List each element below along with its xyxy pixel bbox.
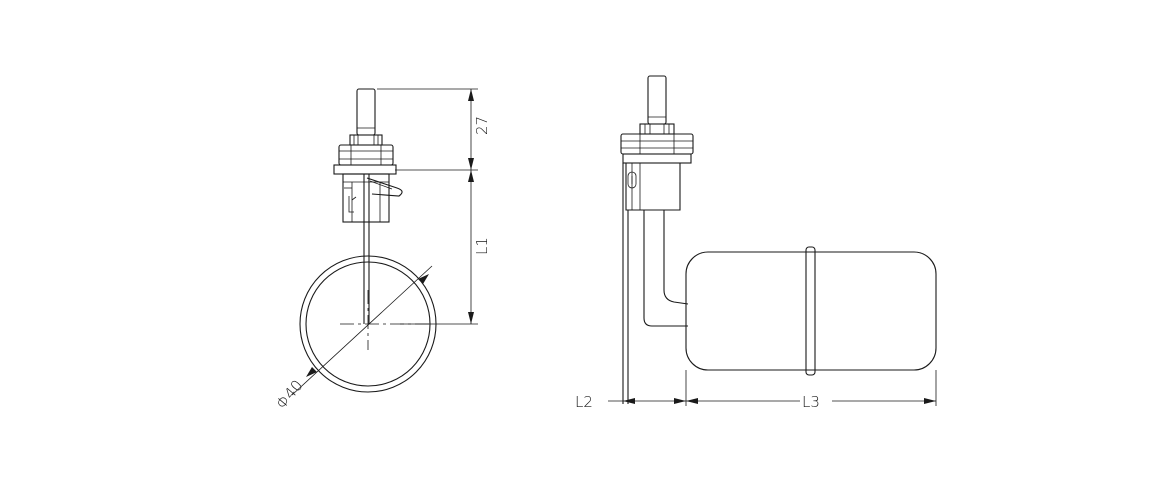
side-hex-nut xyxy=(620,133,694,155)
side-body xyxy=(625,163,681,211)
front-body xyxy=(342,173,390,223)
front-stem xyxy=(356,88,376,136)
dim-l1-label: L1 xyxy=(473,237,491,255)
dim-l3-label: L3 xyxy=(802,393,820,411)
side-view: L2 L3 xyxy=(575,75,937,411)
dim-l2-label: L2 xyxy=(575,393,593,411)
front-clip xyxy=(366,177,403,197)
side-flange xyxy=(622,153,692,164)
front-view: Φ40 27 L1 xyxy=(272,88,491,413)
diameter-leader xyxy=(291,265,433,396)
front-thread xyxy=(349,134,383,146)
side-arm xyxy=(643,210,689,327)
diameter-label: Φ40 xyxy=(272,376,306,412)
dim-l2 xyxy=(608,370,687,406)
front-flange xyxy=(333,164,397,175)
front-hex-nut xyxy=(338,144,394,166)
dim-l1 xyxy=(400,170,478,325)
side-thread xyxy=(639,123,675,135)
side-bracket xyxy=(622,163,629,404)
dim-l3 xyxy=(686,370,937,406)
side-stem xyxy=(647,75,667,125)
dim-27-label: 27 xyxy=(473,116,491,135)
front-rod xyxy=(363,174,370,324)
dim-27 xyxy=(377,88,478,171)
side-float xyxy=(685,246,937,376)
